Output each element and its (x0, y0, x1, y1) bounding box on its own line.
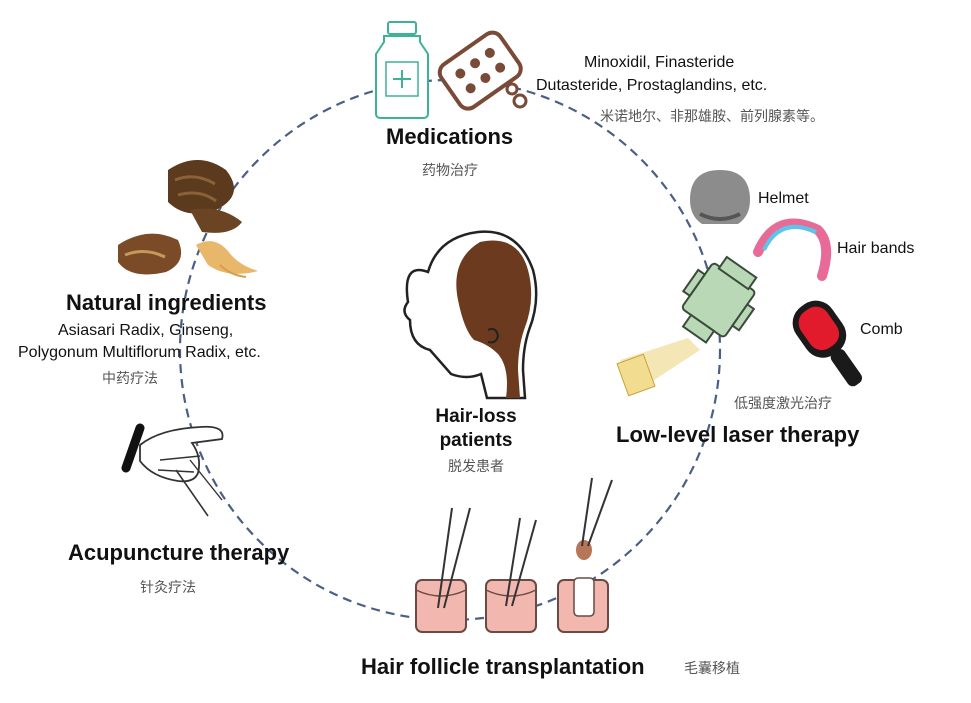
skin-block-graft-icon (557, 477, 613, 633)
laser-device-comb-label: Comb (860, 321, 903, 338)
hair-band-icon (753, 218, 832, 281)
medications-drugs-line2: Dutasteride, Prostaglandins, etc. (536, 77, 768, 94)
transplant-title: Hair follicle transplantation (361, 654, 645, 679)
laser-device-hairband-label: Hair bands (837, 240, 915, 257)
medications-subtitle-cn: 药物治疗 (422, 163, 478, 179)
laser-device-icon (681, 255, 758, 344)
medicine-bottle-icon (375, 21, 429, 119)
natural-ingredients-subtitle-cn: 中药疗法 (102, 371, 158, 387)
skin-block-icon-2 (485, 517, 537, 633)
laser-device-helmet-label: Helmet (758, 190, 809, 207)
pill-blister-pack-icon (437, 30, 523, 111)
helmet-icon (690, 170, 750, 224)
natural-ingredients-title: Natural ingredients (66, 290, 267, 315)
center-title-line2: patients (439, 430, 513, 451)
hair-band-light-icon (762, 224, 817, 251)
head-silhouette-icon (403, 230, 538, 400)
transplant-subtitle-cn: 毛囊移植 (684, 661, 740, 677)
natural-ingredients-line1: Asiasari Radix, Ginseng, (58, 322, 234, 339)
loose-pill-icon (512, 93, 528, 109)
center-title-line1: Hair-loss (435, 406, 517, 427)
medications-title: Medications (386, 124, 514, 149)
natural-ingredients-line2: Polygonum Multiflorum Radix, etc. (18, 344, 261, 361)
laser-subtitle-cn: 低强度激光治疗 (734, 396, 832, 412)
loose-pill-icon (505, 82, 519, 96)
laser-comb-icon (792, 300, 863, 387)
center-subtitle-cn: 脱发患者 (448, 459, 504, 475)
acupuncture-hand-icon (121, 423, 224, 517)
medications-drugs-line1: Minoxidil, Finasteride (584, 54, 735, 71)
acupuncture-subtitle-cn: 针灸疗法 (140, 580, 196, 596)
laser-title: Low-level laser therapy (616, 422, 860, 447)
herbal-roots-icon (118, 160, 258, 278)
acupuncture-title: Acupuncture therapy (68, 540, 290, 565)
skin-block-icon-1 (415, 507, 471, 633)
medications-drugs-cn: 米诺地尔、非那雄胺、前列腺素等。 (600, 109, 824, 125)
laser-target-grid-icon (616, 353, 656, 397)
